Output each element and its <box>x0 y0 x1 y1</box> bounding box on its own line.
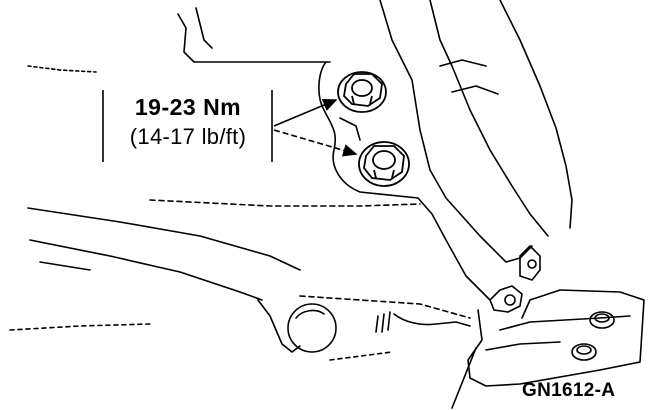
hinge-knuckle <box>489 285 523 313</box>
lower-bolt-1 <box>589 311 615 329</box>
door-panel-inner <box>195 7 213 49</box>
figure-id: GN1612-A <box>522 380 616 401</box>
lower-hinge-inner-2 <box>485 341 561 351</box>
torque-imperial: (14-17 lb/ft) <box>129 124 247 149</box>
check-strap-lower <box>29 239 263 301</box>
bolt-plate-outline <box>318 61 491 301</box>
bolt-plate-shadow <box>339 117 361 141</box>
arrow-to-upper-bolt <box>273 99 338 127</box>
door-panel-lower-edge <box>27 65 97 73</box>
lower-hinge-inner <box>499 315 631 331</box>
check-strap-upper <box>27 207 301 271</box>
callout-bracket <box>102 90 273 162</box>
hinge-arm-upper <box>519 245 541 281</box>
lower-bolt-2 <box>571 343 597 361</box>
pillar-inner-line <box>439 59 487 67</box>
upper-bolt <box>337 71 387 113</box>
pillar-outer-edge <box>499 0 573 229</box>
door-panel-edge <box>177 13 331 63</box>
check-strap-edge <box>39 261 91 271</box>
hinge-pin-upper <box>527 259 537 269</box>
torque-arrows <box>273 99 358 157</box>
torque-metric: 19-23 Nm <box>134 94 242 120</box>
hinge-pin <box>504 294 516 306</box>
strap-ball <box>287 303 337 353</box>
strap-dashed-upper <box>149 199 421 207</box>
torque-callout: 19-23 Nm (14-17 lb/ft) <box>104 92 272 152</box>
hinge-bracket-outline <box>379 0 533 263</box>
slot-marks <box>375 311 391 333</box>
strap-dashed-3 <box>9 323 151 331</box>
leader-line <box>451 347 477 409</box>
lower-hinge-body <box>467 289 645 387</box>
strap-arm-end <box>257 299 301 353</box>
strap-dashed-lower <box>299 295 471 319</box>
lower-bolt <box>358 141 410 187</box>
pillar-inner-line-2 <box>451 85 499 95</box>
arrow-to-lower-bolt <box>273 129 358 157</box>
pillar-front-edge <box>429 0 549 237</box>
